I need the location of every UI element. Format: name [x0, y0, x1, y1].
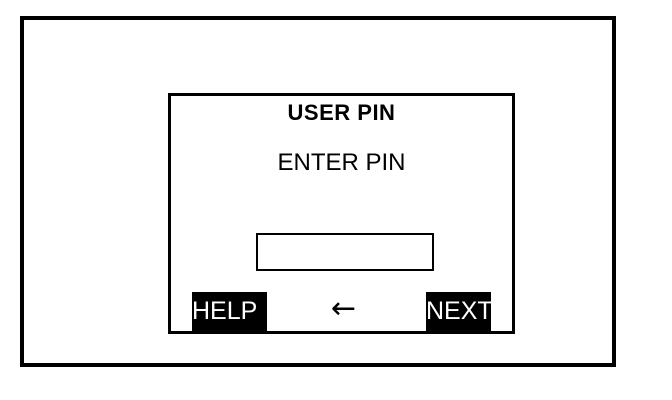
next-button[interactable]: NEXT [426, 292, 491, 331]
screen-panel: USER PIN ENTER PIN HELP ← NEXT [168, 93, 515, 334]
softkey-bar: HELP ← NEXT [171, 292, 512, 331]
prompt-label: ENTER PIN [277, 149, 406, 176]
page-title: USER PIN [287, 100, 396, 125]
back-arrow-icon[interactable]: ← [330, 291, 357, 326]
device-frame: USER PIN ENTER PIN HELP ← NEXT [20, 16, 616, 367]
pin-input[interactable] [256, 233, 434, 271]
help-button[interactable]: HELP [192, 292, 267, 331]
